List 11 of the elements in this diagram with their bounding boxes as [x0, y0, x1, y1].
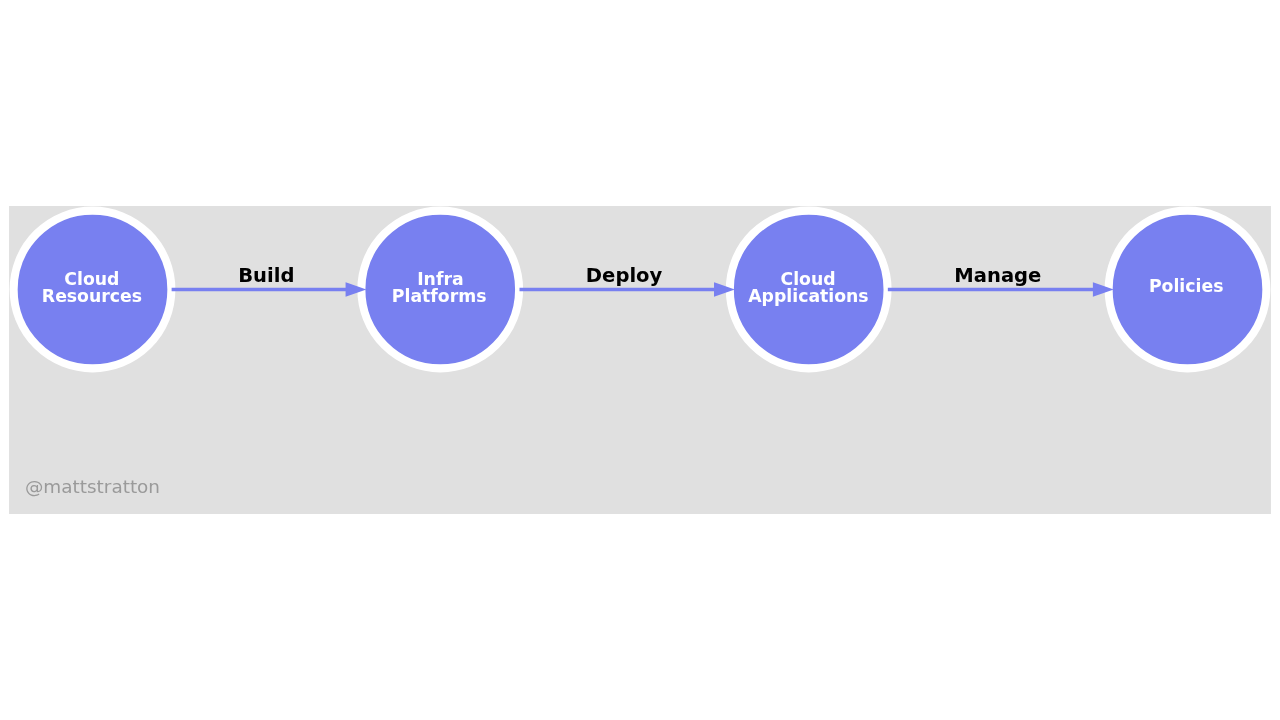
edge-label: Deploy [585, 264, 663, 288]
edge-label: Build [238, 264, 295, 288]
node-circle: Policies [1104, 206, 1271, 373]
node-circle: Cloud Applications [725, 206, 892, 373]
edge-label: Manage [954, 264, 1042, 288]
node-circle: Infra Platforms [357, 206, 524, 373]
arrow [519, 282, 735, 297]
label: @mattstratton [24, 476, 161, 498]
node-circle: Cloud Resources [9, 206, 176, 373]
arrow [171, 282, 367, 297]
arrow [887, 282, 1114, 297]
